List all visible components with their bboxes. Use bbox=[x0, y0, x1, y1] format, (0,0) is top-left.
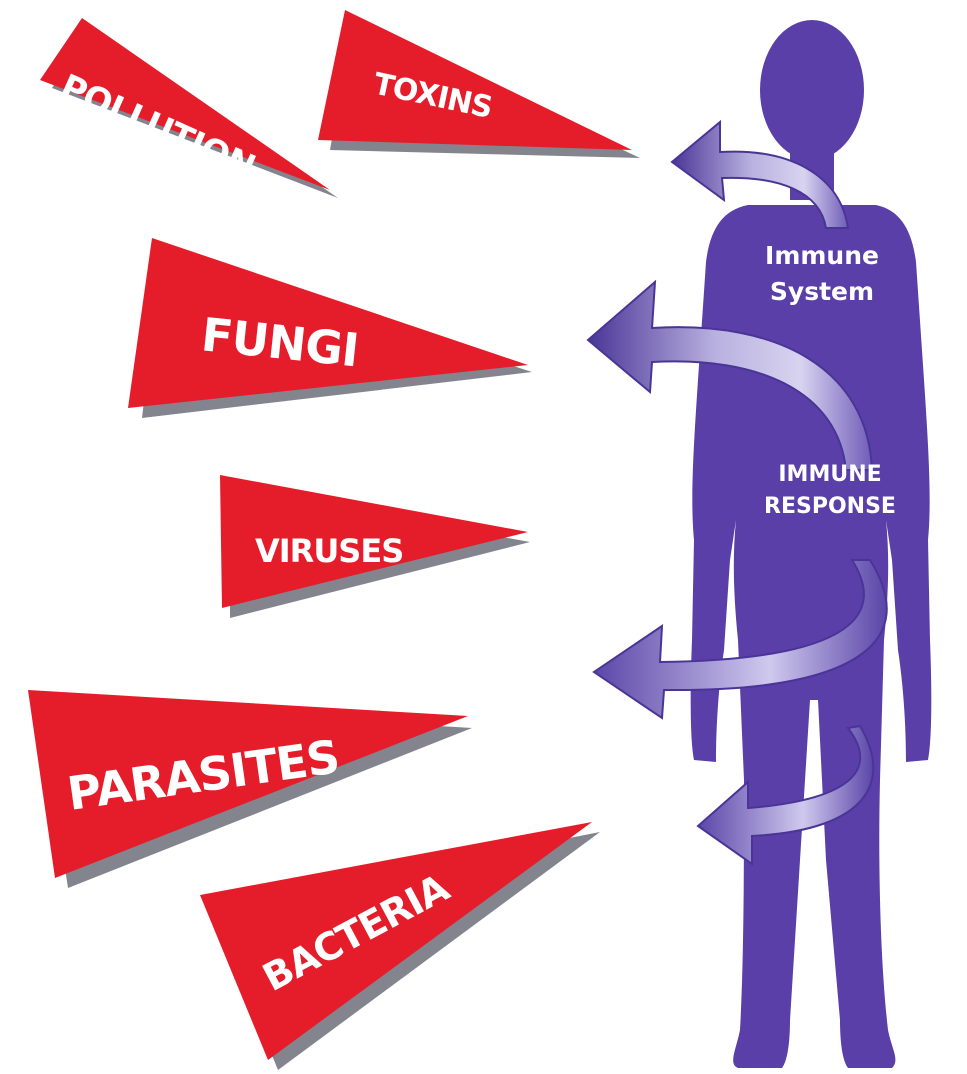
immune-response-label-line1: IMMUNE bbox=[778, 462, 881, 487]
viruses-pennant: VIRUSES bbox=[220, 475, 530, 618]
head bbox=[760, 20, 864, 160]
fungi-pennant: FUNGI bbox=[128, 238, 532, 418]
immune-response-label-line2: RESPONSE bbox=[764, 494, 896, 519]
bacteria-pennant-shape bbox=[200, 822, 592, 1060]
immune-system-label-line1: Immune bbox=[765, 241, 879, 270]
bacteria-pennant: BACTERIA bbox=[200, 822, 600, 1070]
viruses-label: VIRUSES bbox=[255, 532, 403, 570]
toxins-pennant-shape bbox=[318, 10, 632, 150]
immune-system-label-line2: System bbox=[770, 277, 874, 306]
pollution-pennant: POLLUTION bbox=[40, 18, 338, 198]
toxins-pennant: TOXINS bbox=[318, 10, 640, 158]
